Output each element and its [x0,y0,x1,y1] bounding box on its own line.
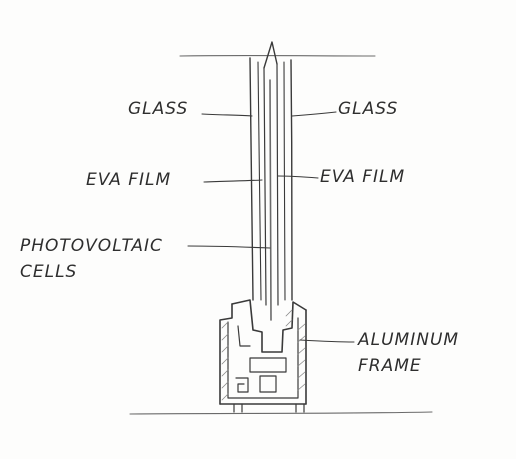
aluminum-frame [219,299,307,413]
leader-glass-right [291,111,337,117]
label-photovoltaic-line1: PHOTOVOLTAIC [20,236,163,256]
label-eva-film-right: EVA FILM [320,167,406,187]
label-photovoltaic-cells: PHOTOVOLTAIC CELLS [20,233,163,285]
leader-photovoltaic [187,245,271,249]
leader-eva-left [203,179,263,183]
glass-right-inner [283,61,286,301]
label-glass-right: GLASS [338,99,399,119]
eva-right-line [276,63,279,306]
ground-line [129,411,433,415]
leader-glass-left [201,113,253,117]
label-frame-line1: ALUMINUM [358,330,460,350]
panel-tip [263,41,278,69]
label-glass-left: GLASS [128,99,189,119]
eva-left-line [263,67,267,306]
photovoltaic-cell-line [269,79,272,321]
label-eva-film-left: EVA FILM [86,170,172,190]
label-frame-line2: FRAME [358,356,422,376]
label-photovoltaic-line2: CELLS [20,262,78,282]
leader-eva-right [277,175,319,179]
glass-right-outer [290,59,293,301]
leader-frame [299,339,355,343]
glass-left-inner [257,61,262,301]
label-aluminum-frame: ALUMINUM FRAME [358,327,459,379]
glass-left-outer [249,57,254,301]
